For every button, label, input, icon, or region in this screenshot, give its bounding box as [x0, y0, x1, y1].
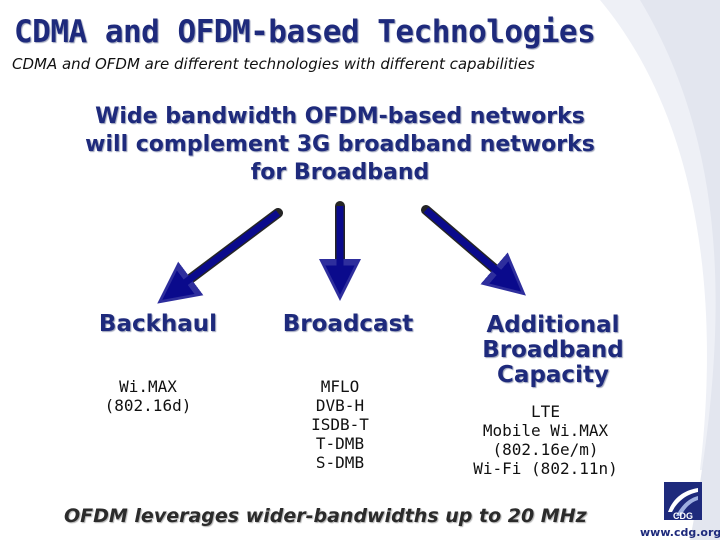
column-list-additional-capacity: LTE Mobile Wi.MAX (802.16e/m) Wi-Fi (802…: [463, 402, 628, 478]
column-heading-line: Broadband: [482, 337, 624, 363]
list-item: (802.16d): [104, 396, 192, 415]
slide-title: CDMA and OFDM-based Technologies: [14, 14, 596, 50]
cdg-logo-icon: CDG: [664, 482, 702, 520]
logo-url-link[interactable]: www.cdg.org: [640, 526, 720, 539]
arrow-down-left-icon: [157, 208, 283, 304]
list-item: (802.16e/m): [492, 440, 599, 459]
column-heading-line: Capacity: [497, 362, 609, 388]
headline-line: for Broadband: [250, 160, 430, 185]
column-heading-line: Additional: [486, 312, 620, 338]
column-heading-broadcast: Broadcast: [268, 312, 428, 337]
slide-subtitle: CDMA and OFDM are different technologies…: [12, 55, 535, 73]
headline-line: Wide bandwidth OFDM-based networks: [95, 104, 585, 129]
column-heading-line: Broadcast: [282, 311, 414, 337]
list-item: S-DMB: [315, 453, 365, 472]
headline: Wide bandwidth OFDM-based networks will …: [40, 103, 640, 187]
column-list-broadcast: MFLO DVB-H ISDB-T T-DMB S-DMB: [290, 377, 390, 472]
list-item: ISDB-T: [311, 415, 369, 434]
list-item: MFLO: [320, 377, 360, 396]
column-heading-backhaul: Backhaul: [78, 312, 238, 337]
footer-statement: OFDM leverages wider-bandwidths up to 20…: [64, 505, 587, 527]
column-list-backhaul: Wi.MAX (802.16d): [78, 377, 218, 415]
headline-line: will complement 3G broadband networks: [85, 132, 595, 157]
logo-text: CDG: [673, 511, 693, 520]
list-item: DVB-H: [315, 396, 365, 415]
list-item: T-DMB: [315, 434, 365, 453]
list-item: Wi-Fi (802.11n): [473, 459, 618, 478]
list-item: LTE: [531, 402, 560, 421]
arrow-down-right-icon: [421, 205, 526, 296]
list-item: Wi.MAX: [119, 377, 177, 396]
column-heading-additional-capacity: Additional Broadband Capacity: [463, 313, 643, 388]
list-item: Mobile Wi.MAX: [482, 421, 609, 440]
column-heading-line: Backhaul: [98, 311, 218, 337]
